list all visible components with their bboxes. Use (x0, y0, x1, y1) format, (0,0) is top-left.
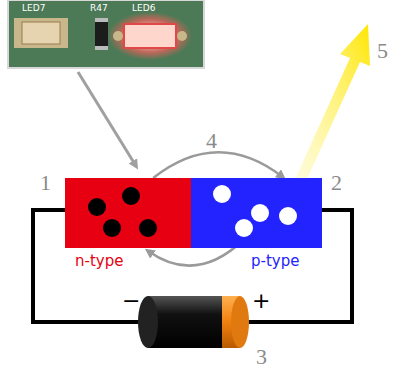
part-label: R47 (90, 3, 108, 13)
type-label: p-type (251, 252, 299, 270)
semiconductor-block: n-type (65, 178, 191, 248)
carrier-dot (251, 204, 269, 222)
carrier-dot (88, 198, 106, 216)
carrier-dot (213, 185, 231, 203)
carrier-dot (235, 219, 253, 237)
polarity-sign: − (122, 288, 140, 313)
callout-number: 2 (331, 170, 342, 196)
carrier-dots (65, 178, 191, 248)
carrier-flow-arrow (153, 152, 283, 178)
carrier-dots (191, 178, 322, 248)
callout-number: 1 (40, 170, 51, 196)
callout-number: 3 (256, 344, 267, 370)
battery-symbol (138, 296, 249, 348)
carrier-dot (103, 219, 121, 237)
type-label: n-type (75, 252, 123, 270)
carrier-dot (279, 207, 297, 225)
callout-number: 4 (206, 128, 217, 154)
polarity-sign: + (252, 288, 270, 313)
carrier-dot (139, 219, 157, 237)
pointer-arrow (78, 72, 136, 166)
semiconductor-block: p-type (191, 178, 322, 248)
light-arrow (292, 24, 370, 190)
callout-number: 5 (377, 38, 388, 64)
part-label: LED7 (22, 3, 45, 13)
carrier-dot (122, 187, 140, 205)
part-label: LED6 (132, 3, 155, 13)
led-photo (8, 0, 204, 68)
